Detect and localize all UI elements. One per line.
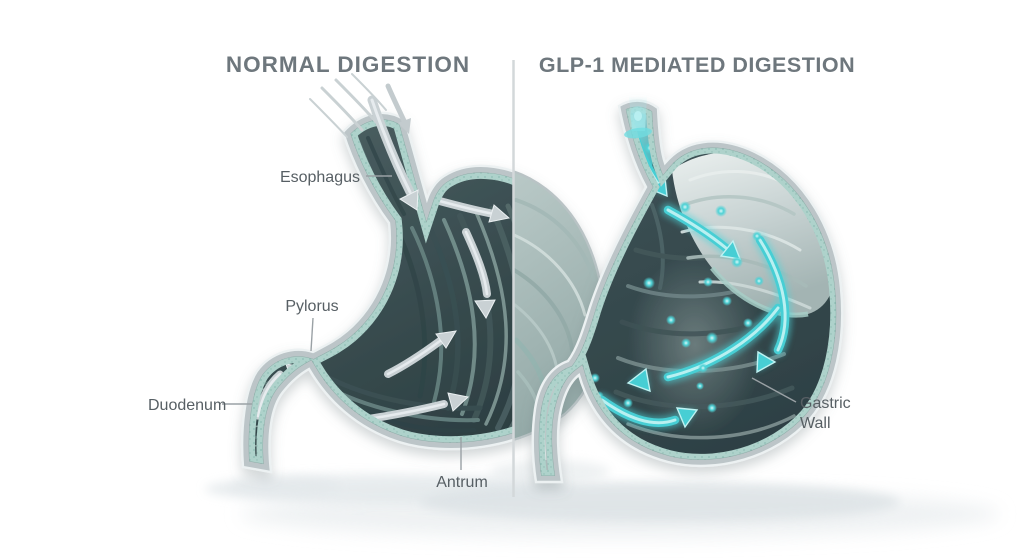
label-pylorus: Pylorus xyxy=(285,298,338,315)
left-stomach-cutaway xyxy=(240,111,514,474)
label-esophagus: Esophagus xyxy=(280,169,360,186)
leader-lines xyxy=(222,175,797,470)
right-stomach xyxy=(531,96,844,484)
panel-title-glp1: GLP-1 MEDIATED DIGESTION xyxy=(539,53,855,77)
glp1-intake-beam xyxy=(624,96,652,139)
label-gastric-wall-line1: Gastric xyxy=(800,395,851,412)
left-stomach xyxy=(240,111,605,474)
label-duodenum: Duodenum xyxy=(148,397,226,414)
esophagus-arrow-normal xyxy=(367,83,419,211)
floor-shadows xyxy=(205,460,1000,538)
label-gastric-wall-line2: Wall xyxy=(800,415,831,432)
panel-title-normal: NORMAL DIGESTION xyxy=(226,52,470,77)
gastric-wall-leader-line xyxy=(751,377,797,403)
food-intake-streaks xyxy=(309,73,387,138)
pylorus-leader-line xyxy=(310,317,314,352)
label-antrum: Antrum xyxy=(436,474,488,491)
